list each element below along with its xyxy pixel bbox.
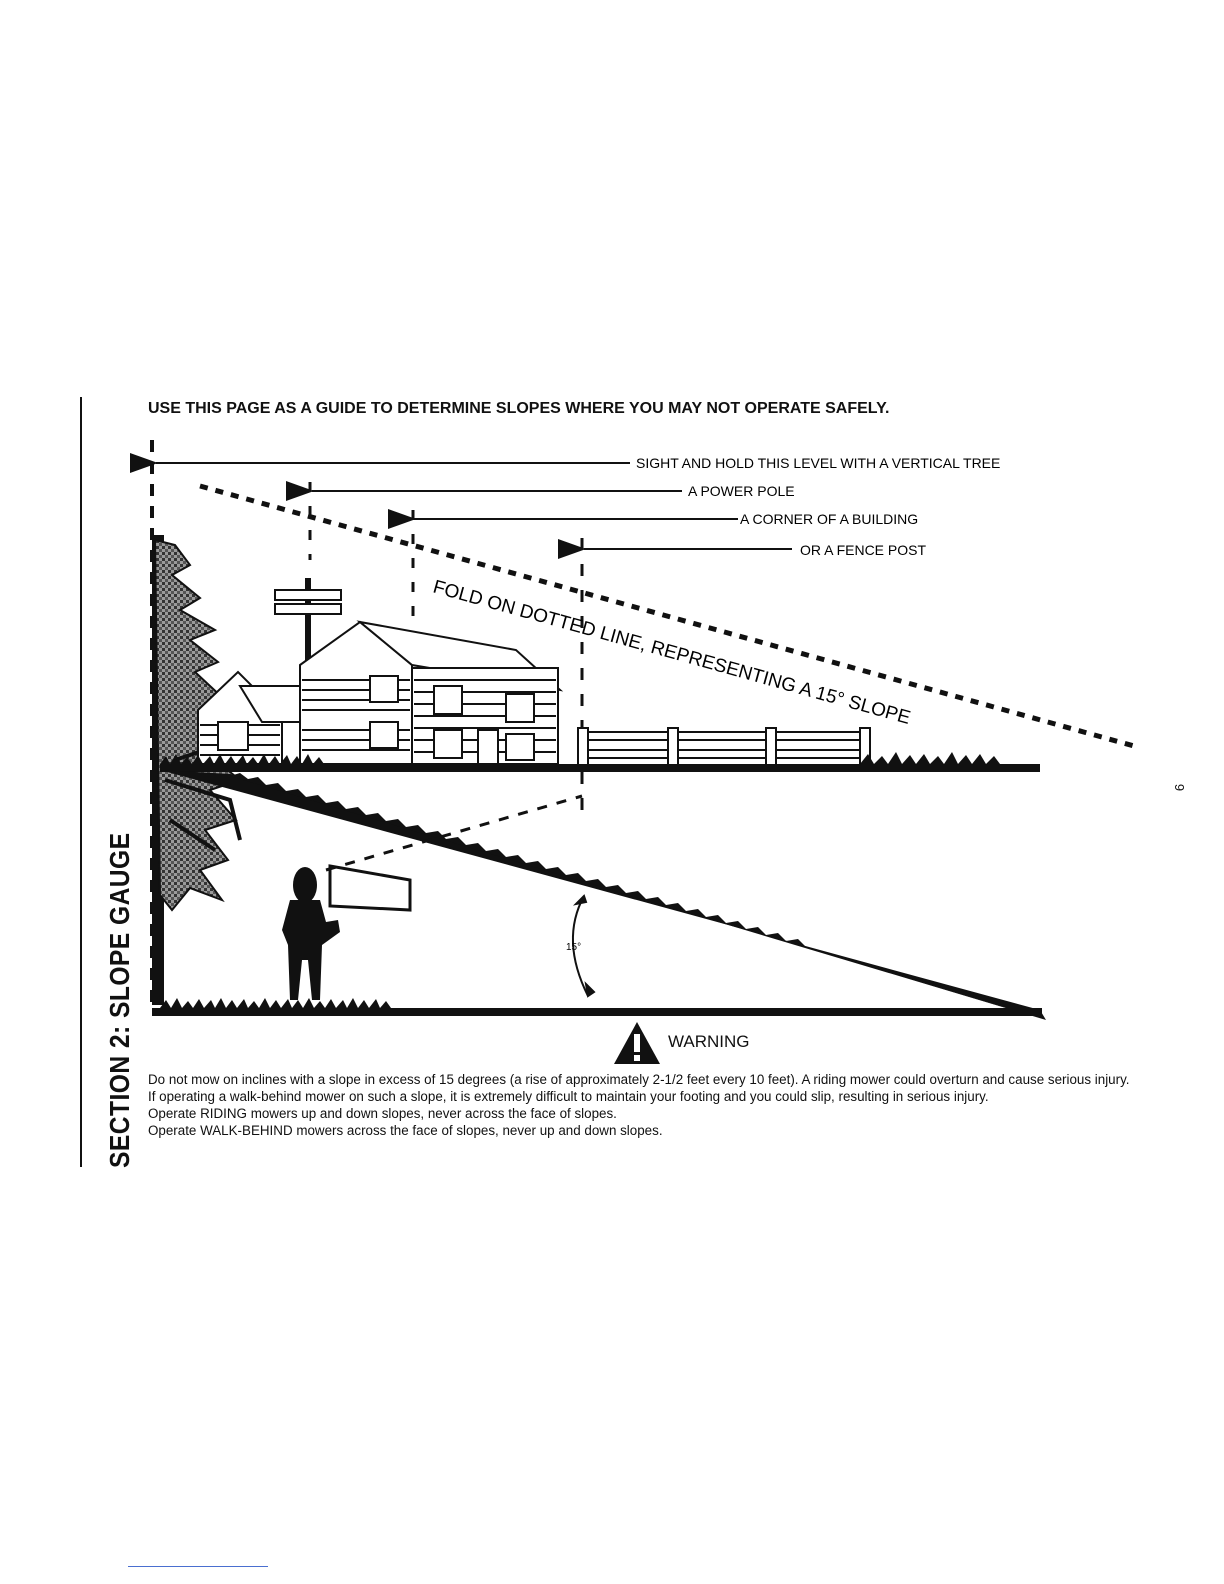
warning-text: Do not mow on inclines with a slope in e…	[148, 1071, 1136, 1139]
angle-label: 15°	[566, 942, 581, 953]
page-title: USE THIS PAGE AS A GUIDE TO DETERMINE SL…	[148, 400, 890, 417]
warning-paragraph: Operate RIDING mowers up and down slopes…	[148, 1106, 617, 1121]
angle-arc	[571, 895, 589, 997]
bottom-ground	[152, 1008, 1042, 1016]
slope-gauge-card	[328, 864, 412, 912]
sight-dashed-line	[325, 794, 583, 872]
warning-icon	[614, 1022, 660, 1064]
fold-dotted-line	[199, 483, 1135, 749]
tree-label: SIGHT AND HOLD THIS LEVEL WITH A VERTICA…	[636, 455, 1000, 471]
slope-gauge-diagram: SIGHT AND HOLD THIS LEVEL WITH A VERTICA…	[130, 440, 1135, 1020]
footer-link-underline[interactable]	[128, 1566, 268, 1567]
upper-grass	[160, 754, 1040, 764]
fence	[577, 727, 871, 769]
warning-paragraph: Do not mow on inclines with a slope in e…	[148, 1072, 1130, 1104]
person-silhouette	[282, 867, 340, 1000]
warning-paragraph: Operate WALK-BEHIND mowers across the fa…	[148, 1123, 663, 1138]
upper-ground	[160, 764, 1040, 772]
side-rule	[80, 397, 82, 1167]
pole-label: A POWER POLE	[688, 483, 795, 499]
large-house	[299, 620, 564, 765]
warning-block: WARNING	[612, 1018, 772, 1068]
warning-label: WARNING	[668, 1032, 750, 1051]
building-label: A CORNER OF A BUILDING	[740, 511, 918, 527]
fence-label: OR A FENCE POST	[800, 542, 926, 558]
